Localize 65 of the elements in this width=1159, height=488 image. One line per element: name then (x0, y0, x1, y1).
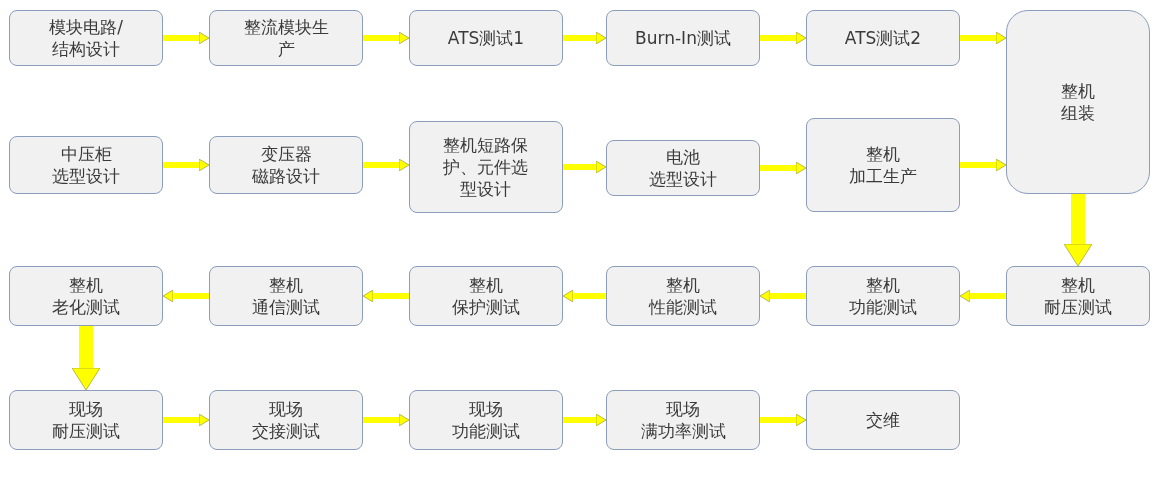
process-box (209, 136, 363, 194)
step-label: 整机老化测试 (52, 273, 120, 319)
arrow (1063, 194, 1093, 267)
process-box (209, 266, 363, 326)
arrow (163, 158, 210, 172)
arrow (960, 31, 1007, 45)
arrow (760, 413, 807, 427)
step-label: 整流模块生产 (243, 15, 329, 61)
process-box (1006, 266, 1150, 326)
arrow (759, 289, 806, 303)
arrow (163, 413, 210, 427)
arrow (562, 289, 606, 303)
arrow (760, 161, 807, 175)
step-label: 现场功能测试 (452, 397, 520, 443)
step-label: 电池选型设计 (649, 145, 717, 191)
arrow (162, 289, 209, 303)
arrow (362, 289, 409, 303)
step-label: 变压器磁路设计 (252, 142, 320, 188)
step-label: 整机性能测试 (649, 273, 717, 319)
step-label: 整机通信测试 (252, 273, 320, 319)
process-box (9, 136, 163, 194)
process-box (9, 10, 163, 66)
process-box (806, 118, 960, 212)
process-box (9, 266, 163, 326)
step-label: Burn-In测试 (635, 26, 731, 50)
arrow (363, 31, 410, 45)
process-box (409, 390, 563, 450)
arrow (959, 289, 1006, 303)
step-label: 交维 (866, 408, 900, 432)
step-label: 整机加工生产 (849, 142, 917, 188)
step-label: 整机功能测试 (849, 273, 917, 319)
step-label: 现场交接测试 (252, 397, 320, 443)
step-label: ATS测试1 (447, 26, 525, 50)
process-box (806, 10, 960, 66)
process-box (9, 390, 163, 450)
step-label: 整机保护测试 (452, 273, 520, 319)
step-label: 整机短路保护、元件选型设计 (442, 133, 530, 201)
process-box (1006, 10, 1150, 194)
step-label: 整机组装 (1061, 79, 1095, 125)
arrow (563, 31, 607, 45)
arrow (563, 160, 607, 174)
process-box (606, 266, 760, 326)
process-box (409, 266, 563, 326)
process-box (209, 390, 363, 450)
arrow (563, 413, 607, 427)
step-label: 现场耐压测试 (52, 397, 120, 443)
step-label: 中压柜选型设计 (52, 142, 120, 188)
arrow (960, 158, 1007, 172)
arrow (363, 413, 410, 427)
step-label: 现场满功率测试 (640, 397, 726, 443)
process-box (606, 10, 760, 66)
arrow (71, 326, 101, 391)
process-box (606, 140, 760, 196)
arrow (163, 31, 210, 45)
process-box (806, 266, 960, 326)
arrow (363, 158, 410, 172)
process-box (606, 390, 760, 450)
arrow (760, 31, 807, 45)
step-label: 整机耐压测试 (1044, 273, 1112, 319)
process-box (806, 390, 960, 450)
process-box (209, 10, 363, 66)
step-label: ATS测试2 (844, 26, 922, 50)
process-box (409, 121, 563, 213)
process-box (409, 10, 563, 66)
step-label: 模块电路/结构设计 (49, 15, 123, 61)
